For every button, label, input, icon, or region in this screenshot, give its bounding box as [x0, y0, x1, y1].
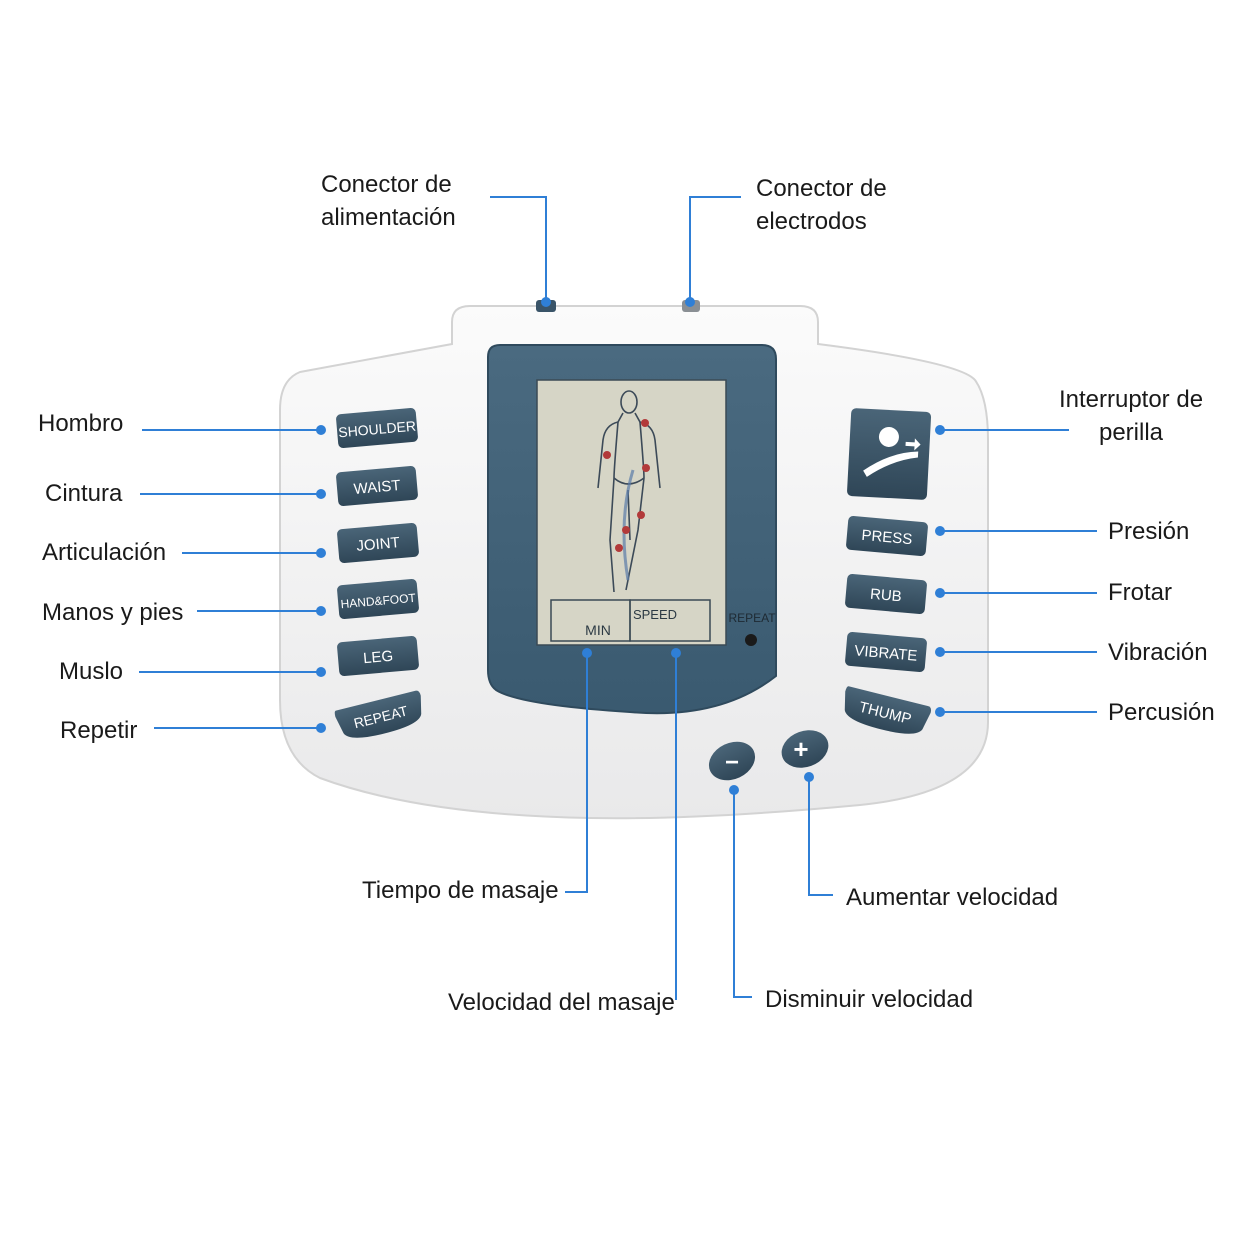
leg-button-label: LEG	[362, 648, 393, 668]
label-power-connector-line2: alimentación	[321, 204, 456, 231]
joint-button-label: JOINT	[356, 534, 401, 555]
massage-trail-icon	[622, 469, 635, 581]
plus-button-label: +	[793, 734, 808, 764]
label-press: Presión	[1108, 518, 1190, 545]
rub-button[interactable]: RUB	[845, 573, 928, 615]
waist-button[interactable]: WAIST	[336, 465, 419, 507]
vibrate-button[interactable]: VIBRATE	[845, 631, 928, 673]
label-speed-down: Disminuir velocidad	[765, 986, 974, 1013]
hand-foot-button[interactable]: HAND&FOOT	[337, 578, 420, 620]
label-power-connector-line1: Conector de	[321, 171, 452, 198]
callout-lines	[139, 196, 1097, 1000]
label-shoulder: Hombro	[38, 410, 124, 437]
press-button[interactable]: PRESS	[846, 515, 929, 557]
label-massage-time: Tiempo de masaje	[362, 877, 559, 904]
lcd-min-text: MIN	[585, 622, 611, 638]
label-electrode-connector: Conector de electrodos	[756, 172, 887, 238]
callout-dots	[316, 297, 945, 795]
shoulder-button-label: SHOULDER	[338, 418, 417, 441]
waist-button-label: WAIST	[353, 477, 401, 498]
minus-button-label: −	[725, 749, 739, 776]
knob-switch-button[interactable]	[847, 408, 932, 500]
lcd-speed-box	[629, 599, 711, 642]
callout-minus	[733, 790, 752, 998]
label-knob-switch-line2: perilla	[1098, 419, 1164, 446]
label-repeat: Repetir	[60, 717, 138, 744]
vibrate-button-label: VIBRATE	[854, 642, 918, 664]
callout-power	[490, 196, 547, 300]
massage-mode-icon	[863, 426, 921, 477]
joint-button[interactable]: JOINT	[337, 522, 420, 564]
label-knob-switch: Interruptor de perilla	[1050, 383, 1212, 449]
plus-button[interactable]: +	[776, 724, 833, 774]
label-hand-foot: Manos y pies	[42, 599, 184, 626]
callout-time	[565, 653, 588, 893]
shoulder-button[interactable]: SHOULDER	[336, 407, 419, 449]
acupoint-markers	[603, 419, 650, 552]
lcd-screen	[536, 379, 727, 646]
repeat-button[interactable]: REPEAT	[334, 690, 428, 744]
lcd-repeat-text: REPEAT	[728, 611, 776, 625]
label-thigh: Muslo	[59, 658, 124, 685]
minus-button[interactable]: −	[703, 735, 762, 788]
label-electrode-connector-line1: Conector de	[756, 175, 887, 202]
thump-button[interactable]: THUMP	[838, 686, 932, 740]
label-speed-up: Aumentar velocidad	[846, 884, 1059, 911]
callout-electrode	[689, 196, 741, 300]
label-electrode-connector-line2: electrodos	[756, 208, 867, 235]
lcd-speed-text: SPEED	[633, 607, 677, 622]
label-knob-switch-line1: Interruptor de	[1058, 386, 1204, 413]
press-button-label: PRESS	[861, 527, 913, 548]
label-rub: Frotar	[1108, 579, 1173, 606]
hand-foot-button-label: HAND&FOOT	[340, 591, 417, 612]
label-thump: Percusión	[1108, 699, 1215, 726]
repeat-indicator	[745, 634, 757, 646]
label-vibrate: Vibración	[1108, 639, 1208, 666]
callout-plus	[808, 777, 833, 896]
label-waist: Cintura	[45, 480, 123, 507]
label-power-connector: Conector de alimentación	[321, 168, 456, 234]
label-joint: Articulación	[42, 539, 167, 566]
leg-button[interactable]: LEG	[337, 635, 420, 677]
label-massage-speed: Velocidad del masaje	[448, 989, 675, 1016]
rub-button-label: RUB	[869, 586, 902, 606]
